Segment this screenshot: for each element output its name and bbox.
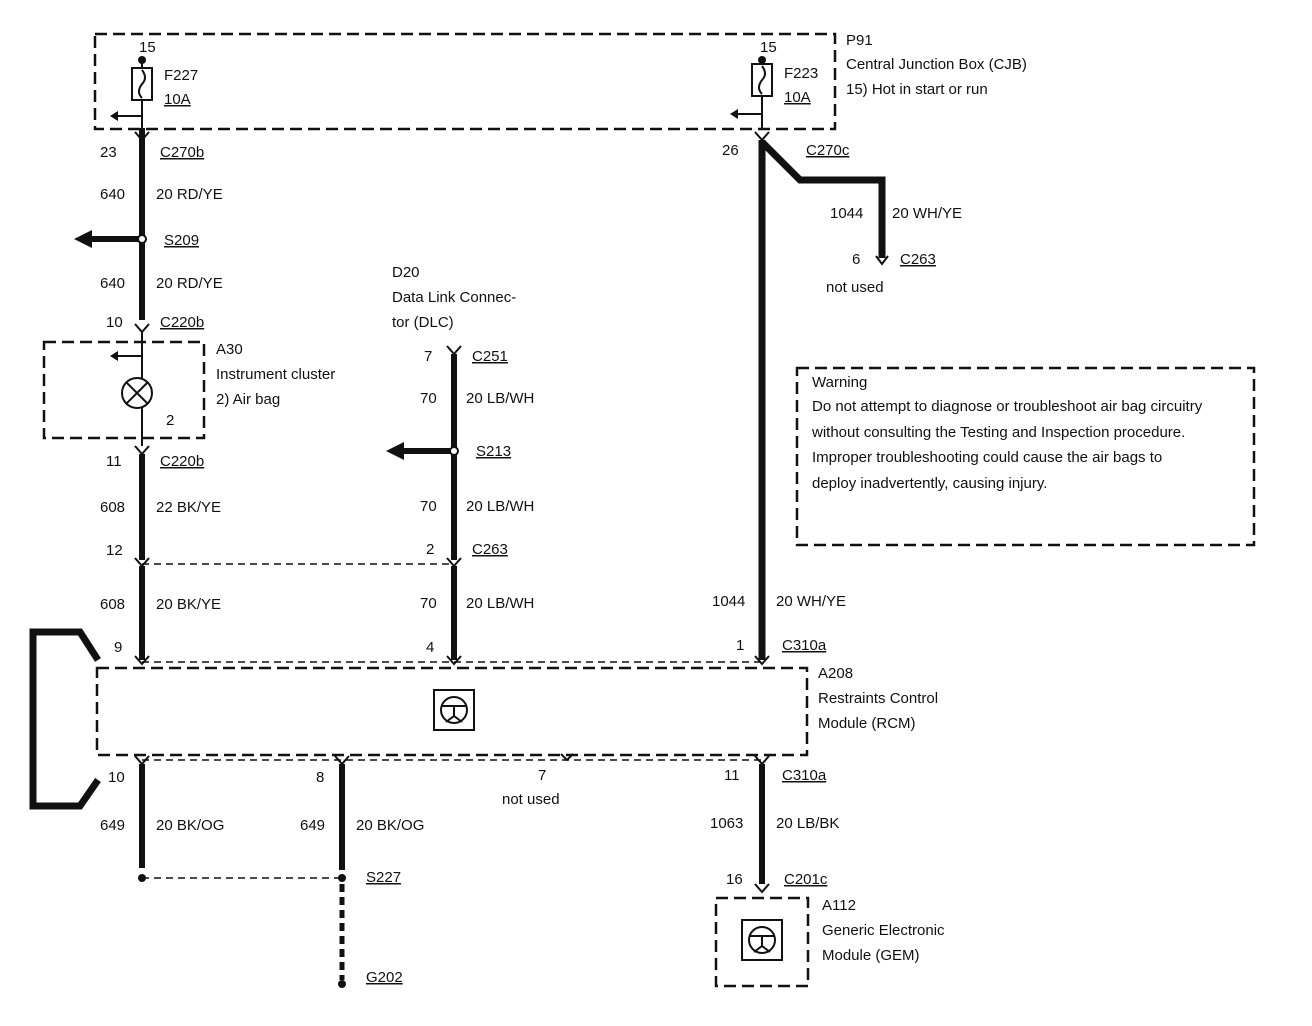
dlc-name2: tor (DLC) (392, 314, 454, 331)
cjb-note: 15) Hot in start or run (846, 81, 988, 98)
cluster-id: A30 (216, 341, 243, 358)
w649a-circuit: 649 (100, 817, 125, 834)
c201c-pin: 16 (726, 871, 743, 888)
fuse-f227-name: F227 (164, 67, 198, 84)
warning-line-4: deploy inadvertently, causing injury. (812, 475, 1047, 492)
s227-label: S227 (366, 869, 401, 886)
branch-spec: 20 WH/YE (892, 205, 962, 222)
cjb-box (93, 32, 837, 131)
c310a-top-label: C310a (782, 637, 827, 654)
fuse-f227-rating: 10A (164, 91, 191, 108)
left-circuit-lower: 11 C220b 608 22 BK/YE 12 608 20 BK/YE 9 (100, 445, 221, 666)
gem-id: A112 (822, 897, 856, 914)
c310a-bot-label: C310a (782, 767, 827, 784)
fuse-f223-name: F223 (784, 65, 818, 82)
rcm-pin-9: 9 (114, 639, 122, 656)
c310a-top-pin: 1 (736, 637, 744, 654)
w649b-circuit: 649 (300, 817, 325, 834)
rcm-name1: Restraints Control (818, 690, 938, 707)
rcm-pin-7-note: not used (502, 791, 560, 808)
bottom-circuits: 10 8 7 not used 649 20 BK/OG 649 20 BK/O… (100, 753, 839, 988)
g202-label: G202 (366, 969, 403, 986)
c270c-label: C270c (806, 142, 850, 159)
fuse-f227-pin: 15 (139, 39, 156, 56)
rcm-id: A208 (818, 665, 853, 682)
w70b-circuit: 70 (420, 498, 437, 515)
s209-label: S209 (164, 232, 199, 249)
warning-title: Warning (812, 374, 867, 391)
dlc-name1: Data Link Connec- (392, 289, 516, 306)
w1063-circuit: 1063 (710, 815, 743, 832)
branch-note: not used (826, 279, 884, 296)
rcm-pin-8: 8 (316, 769, 324, 786)
right-circuit: 26 C270c 1044 20 WH/YE 6 C263 not used 1… (712, 131, 962, 666)
w640b-circuit: 640 (100, 275, 125, 292)
fuse-f227: 15 F227 10A (110, 39, 198, 128)
c220b-bot-pin: 11 (106, 453, 122, 470)
w608b-circuit: 608 (100, 596, 125, 613)
cjb-name: Central Junction Box (CJB) (846, 56, 1027, 73)
w70b-spec: 20 LB/WH (466, 498, 534, 515)
c270b-pin: 23 (100, 144, 117, 161)
w608a-spec: 22 BK/YE (156, 499, 221, 516)
fuse-f223-rating: 10A (784, 89, 811, 106)
warning-box: Warning Do not attempt to diagnose or tr… (795, 366, 1256, 547)
w640a-spec: 20 RD/YE (156, 186, 223, 203)
w649a-spec: 20 BK/OG (156, 817, 224, 834)
branch-pin: 6 (852, 251, 860, 268)
fuse-f223-pin: 15 (760, 39, 777, 56)
branch-circuit: 1044 (830, 205, 863, 222)
rcm-pin-10: 10 (108, 769, 125, 786)
c220b-top-label: C220b (160, 314, 204, 331)
gem-name1: Generic Electronic (822, 922, 945, 939)
c270c-pin: 26 (722, 142, 739, 159)
gem-module: A112 Generic Electronic Module (GEM) (714, 896, 945, 988)
rcm-pin-4: 4 (426, 639, 434, 656)
warning-line-3: Improper troubleshooting could cause the… (812, 449, 1162, 466)
rcm-pin-7: 7 (538, 767, 546, 784)
cjb-id: P91 (846, 32, 873, 49)
w1044-spec: 20 WH/YE (776, 593, 846, 610)
warning-line-2: without consulting the Testing and Inspe… (811, 424, 1185, 441)
cluster-note: 2) Air bag (216, 391, 280, 408)
c201c-label: C201c (784, 871, 828, 888)
branch-conn: C263 (900, 251, 936, 268)
w649b-spec: 20 BK/OG (356, 817, 424, 834)
cluster-name: Instrument cluster (216, 366, 335, 383)
rcm-bracket (29, 628, 101, 810)
s213-label: S213 (476, 443, 511, 460)
instrument-cluster: 2 A30 Instrument cluster 2) Air bag (42, 332, 335, 446)
cluster-pin: 2 (166, 412, 174, 429)
w70c-spec: 20 LB/WH (466, 595, 534, 612)
rcm-name2: Module (RCM) (818, 715, 916, 732)
w1063-spec: 20 LB/BK (776, 815, 839, 832)
c251-pin: 7 (424, 348, 432, 365)
c220b-bot-label: C220b (160, 453, 204, 470)
rcm-module: A208 Restraints Control Module (RCM) (95, 665, 938, 757)
fuse-f223: 15 F223 10A (730, 39, 818, 128)
branch-1044-wire (759, 139, 886, 258)
c251-label: C251 (472, 348, 508, 365)
warning-line-1: Do not attempt to diagnose or troublesho… (812, 398, 1203, 415)
w70c-circuit: 70 (420, 595, 437, 612)
c270b-label: C270b (160, 144, 204, 161)
c263-mid-pin: 2 (426, 541, 434, 558)
w640a-circuit: 640 (100, 186, 125, 203)
left-circuit: 23 C270b 640 20 RD/YE S209 640 20 RD/YE … (74, 128, 223, 334)
c263-mid-label: C263 (472, 541, 508, 558)
gem-name2: Module (GEM) (822, 947, 920, 964)
dlc-circuit: D20 Data Link Connec- tor (DLC) 7 C251 7… (386, 264, 534, 666)
w70a-circuit: 70 (420, 390, 437, 407)
w608a-circuit: 608 (100, 499, 125, 516)
c310a-bot-pin: 11 (724, 767, 740, 784)
c263-left-pin: 12 (106, 542, 123, 559)
dlc-id: D20 (392, 264, 420, 281)
w1044-circuit: 1044 (712, 593, 745, 610)
w640b-spec: 20 RD/YE (156, 275, 223, 292)
w608b-spec: 20 BK/YE (156, 596, 221, 613)
c220b-top-pin: 10 (106, 314, 123, 331)
w70a-spec: 20 LB/WH (466, 390, 534, 407)
